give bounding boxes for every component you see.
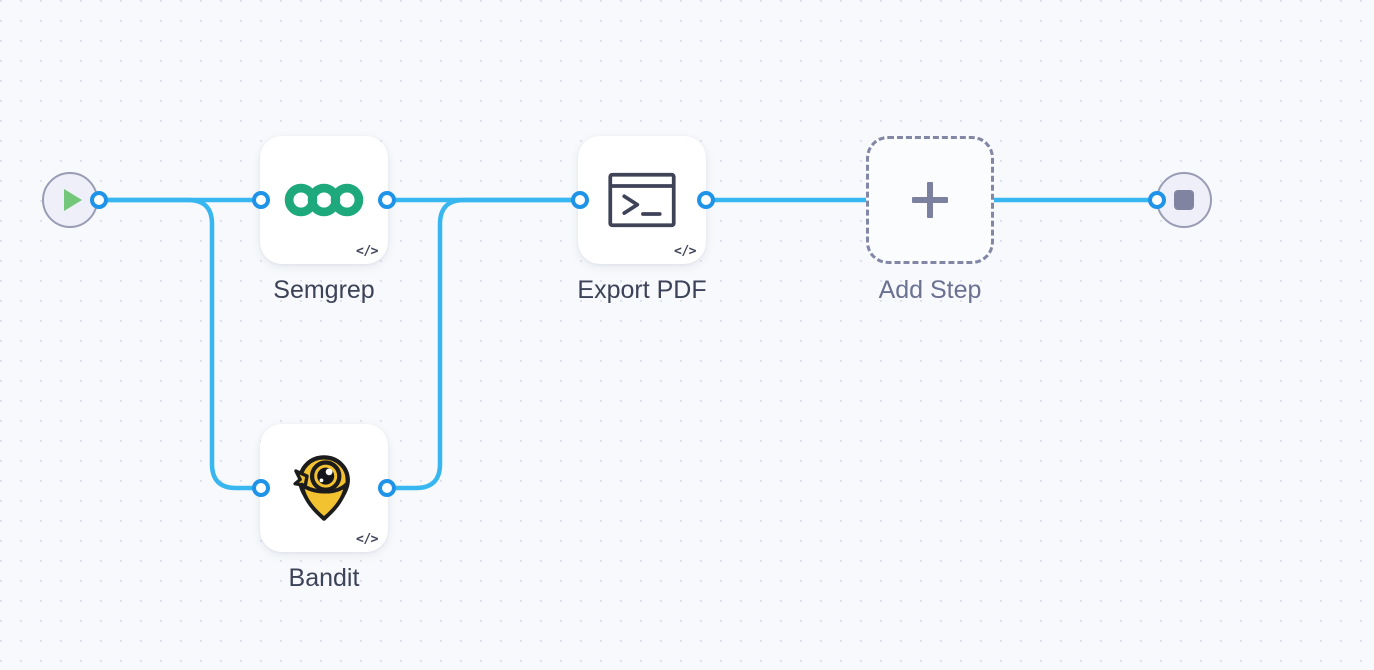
semgrep-logo-icon (284, 183, 364, 217)
bandit-input-port[interactable] (252, 479, 270, 497)
step-semgrep[interactable]: </> Semgrep (260, 136, 388, 304)
edge-start-to-bandit (96, 197, 264, 491)
bandit-logo-icon (293, 455, 350, 521)
stop-icon (1174, 190, 1194, 210)
semgrep-output-port[interactable] (378, 191, 396, 209)
export-pdf-output-port[interactable] (697, 191, 715, 209)
step-label: Bandit (288, 564, 360, 592)
step-label: Export PDF (577, 276, 707, 304)
plus-icon (910, 180, 950, 220)
play-icon (64, 189, 82, 211)
step-label: Add Step (878, 276, 982, 304)
start-node-output-port[interactable] (90, 191, 108, 209)
semgrep-input-port[interactable] (252, 191, 270, 209)
terminal-icon (608, 172, 676, 228)
edge-bandit-to-exportpdf (384, 197, 583, 491)
step-add-step[interactable]: Add Step (866, 136, 994, 304)
code-badge: </> (356, 532, 378, 547)
step-card[interactable]: </> (578, 136, 706, 264)
step-label: Semgrep (273, 276, 375, 304)
code-badge: </> (674, 244, 696, 259)
add-step-button[interactable] (866, 136, 994, 264)
bandit-output-port[interactable] (378, 479, 396, 497)
end-node-input-port[interactable] (1148, 191, 1166, 209)
end-node[interactable] (1156, 172, 1212, 228)
step-card[interactable]: </> (260, 136, 388, 264)
step-bandit[interactable]: </> Bandit (260, 424, 388, 592)
code-badge: </> (356, 244, 378, 259)
start-node[interactable] (42, 172, 98, 228)
step-card[interactable]: </> (260, 424, 388, 552)
step-export-pdf[interactable]: </> Export PDF (577, 136, 707, 304)
export-pdf-input-port[interactable] (571, 191, 589, 209)
